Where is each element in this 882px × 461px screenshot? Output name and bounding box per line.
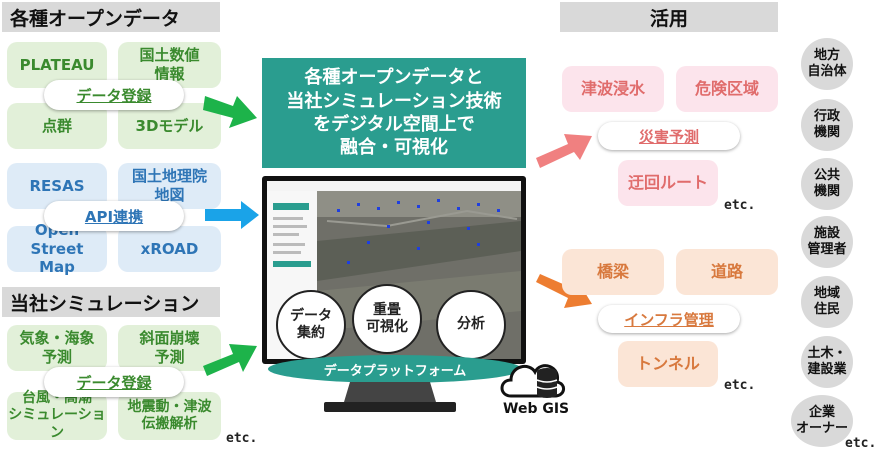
tile-weather-ocean-forecast: 気象・海象 予測 xyxy=(7,325,107,371)
tile-slope-failure-forecast: 斜面崩壊 予測 xyxy=(118,325,221,371)
feature-data-aggregation: データ 集約 xyxy=(276,290,346,360)
tile-typhoon-surge-simulation: 台風・高潮 シミュレーション xyxy=(7,389,107,441)
tile-bridge: 橋梁 xyxy=(562,249,664,295)
data-registration-pill-2: データ登録 xyxy=(44,367,184,397)
tile-open-street-map: Open Street Map xyxy=(7,221,107,276)
user-facility-manager: 施設 管理者 xyxy=(801,216,853,268)
disaster-etc-label: etc. xyxy=(724,198,756,213)
monitor-stand-icon xyxy=(324,382,456,412)
tile-road: 道路 xyxy=(676,249,778,295)
users-etc-label: etc. xyxy=(845,436,877,451)
tile-danger-zone: 危険区域 xyxy=(676,66,778,112)
user-local-residents: 地域 住民 xyxy=(801,276,853,328)
left-etc-label: etc. xyxy=(226,431,258,446)
utilization-header: 活用 xyxy=(560,2,778,32)
open-data-header: 各種オープンデータ xyxy=(2,2,220,32)
green-arrow-icon-2 xyxy=(203,344,257,376)
user-administrative-agency: 行政 機関 xyxy=(801,99,853,151)
infrastructure-etc-label: etc. xyxy=(724,378,756,393)
simulation-header: 当社シミュレーション xyxy=(2,287,220,317)
disaster-forecast-pill: 災害予測 xyxy=(598,122,740,150)
central-title-box: 各種オープンデータと 当社シミュレーション技術 をデジタル空間上で 融合・可視化 xyxy=(262,58,526,168)
api-link-pill: API連携 xyxy=(44,201,184,231)
cloud-database-icon xyxy=(500,364,565,398)
user-public-institution: 公共 機関 xyxy=(801,158,853,210)
data-platform-label: データプラットフォーム xyxy=(268,355,522,383)
data-registration-pill-1: データ登録 xyxy=(44,80,184,110)
tile-tunnel: トンネル xyxy=(618,341,718,387)
tile-xroad: xROAD xyxy=(118,226,221,272)
blue-arrow-icon xyxy=(205,201,259,229)
pink-arrow-icon xyxy=(536,134,592,168)
tile-tsunami-inundation: 津波浸水 xyxy=(562,66,664,112)
tile-earthquake-tsunami-analysis: 地震動・津波 伝搬解析 xyxy=(118,392,221,440)
feature-analysis: 分析 xyxy=(436,290,506,360)
tile-3d-model: 3Dモデル xyxy=(118,103,221,149)
feature-overlay-visualization: 重畳 可視化 xyxy=(352,284,422,354)
green-arrow-icon-1 xyxy=(203,96,257,128)
tile-point-cloud: 点群 xyxy=(7,103,107,149)
infrastructure-management-pill: インフラ管理 xyxy=(598,305,740,333)
web-gis-label: Web GIS xyxy=(503,401,570,417)
user-civil-construction: 土木・ 建設業 xyxy=(801,336,853,388)
user-corporate-owner: 企業 オーナー xyxy=(791,395,853,447)
user-local-government: 地方 自治体 xyxy=(801,38,853,90)
tile-detour-route: 迂回ルート xyxy=(618,160,718,206)
